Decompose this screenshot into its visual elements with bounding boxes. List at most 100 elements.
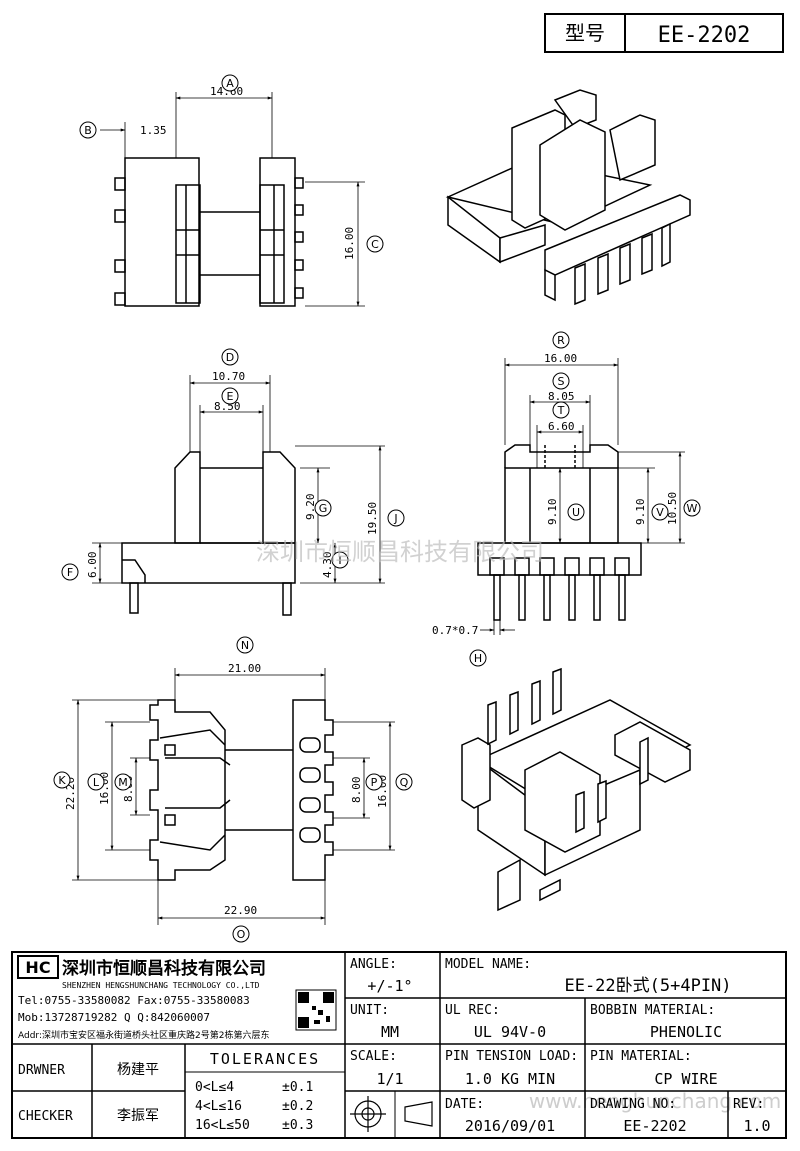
projection-symbol-icon bbox=[350, 1096, 433, 1132]
company-name-cn: 深圳市恒顺昌科技有限公司 bbox=[62, 958, 266, 979]
model-value: EE-22卧式(5+4PIN) bbox=[564, 976, 731, 996]
marker-o: O bbox=[237, 928, 246, 941]
dim-b-value: 1.35 bbox=[140, 124, 167, 137]
tolerances-label: TOLERANCES bbox=[210, 1050, 320, 1068]
pin-tension-value: 1.0 KG MIN bbox=[465, 1070, 555, 1088]
marker-a-circle bbox=[221, 74, 239, 92]
drawer-name: 杨建平 bbox=[117, 1062, 159, 1078]
marker-t-circle bbox=[552, 401, 570, 419]
marker-l-circle bbox=[87, 773, 105, 791]
bobbin-material-value: PHENOLIC bbox=[650, 1023, 722, 1041]
isometric-view-bottom bbox=[461, 667, 692, 912]
dim-g-value: 9.20 bbox=[304, 494, 317, 521]
marker-d-circle bbox=[221, 348, 239, 366]
dim-r-value: 16.00 bbox=[544, 352, 577, 365]
marker-m-circle bbox=[114, 773, 132, 791]
marker-w: W bbox=[687, 502, 698, 515]
scale-value: 1/1 bbox=[376, 1070, 403, 1088]
pin-material-value: CP WIRE bbox=[654, 1070, 717, 1088]
angle-label: ANGLE: bbox=[350, 957, 397, 972]
dim-f-value: 6.00 bbox=[86, 552, 99, 579]
watermark-center: 深圳市恒顺昌科技有限公司 bbox=[256, 538, 544, 566]
scale-label: SCALE: bbox=[350, 1049, 397, 1064]
dim-p-value: 8.00 bbox=[350, 777, 363, 804]
ulrec-label: UL REC: bbox=[445, 1003, 500, 1018]
date-label: DATE: bbox=[445, 1097, 484, 1112]
drawer-label: DRWNER bbox=[18, 1063, 65, 1078]
marker-e-circle bbox=[221, 387, 239, 405]
company-address: Addr:深圳市宝安区福永街道桥头社区重庆路2号第2栋第六层东 bbox=[18, 1029, 269, 1041]
tol3-value: ±0.3 bbox=[282, 1118, 313, 1133]
marker-f: F bbox=[67, 566, 73, 579]
drawing-no-value: EE-2202 bbox=[623, 1117, 686, 1135]
pin-material-label: PIN MATERIAL: bbox=[590, 1049, 692, 1064]
date-value: 2016/09/01 bbox=[465, 1117, 555, 1135]
marker-s: S bbox=[558, 375, 565, 388]
dim-n-value: 21.00 bbox=[228, 662, 261, 675]
top-view bbox=[100, 92, 365, 307]
dim-t-value: 6.60 bbox=[548, 420, 575, 433]
company-mob: Mob:13728719282 Q Q:842060007 bbox=[18, 1011, 210, 1024]
company-tel: Tel:0755-33580082 Fax:0755-33580083 bbox=[18, 994, 250, 1007]
side-view bbox=[477, 358, 685, 635]
ulrec-value: UL 94V-0 bbox=[474, 1023, 546, 1041]
marker-j: J bbox=[393, 512, 397, 525]
dim-o-value: 22.90 bbox=[224, 904, 257, 917]
marker-g: G bbox=[319, 502, 328, 515]
marker-p: P bbox=[371, 776, 378, 789]
marker-v: V bbox=[656, 506, 664, 519]
tol2-range: 4<L≤16 bbox=[195, 1099, 242, 1114]
isometric-view-top bbox=[445, 89, 691, 306]
marker-v-circle bbox=[651, 503, 669, 521]
marker-a: A bbox=[226, 77, 234, 90]
rev-label: REV: bbox=[733, 1097, 764, 1112]
pin-tension-label: PIN TENSION LOAD: bbox=[445, 1049, 578, 1064]
marker-k: K bbox=[58, 774, 66, 787]
marker-t: T bbox=[557, 404, 565, 417]
checker-label: CHECKER bbox=[18, 1109, 73, 1124]
company-name-en: SHENZHEN HENGSHUNCHANG TECHNOLOGY CO.,LT… bbox=[62, 981, 260, 990]
marker-b: B bbox=[84, 124, 92, 137]
dim-d-value: 10.70 bbox=[212, 370, 245, 383]
tol3-range: 16<L≤50 bbox=[195, 1118, 250, 1133]
marker-r: R bbox=[557, 334, 565, 347]
part-number-header: 型号 EE-2202 bbox=[544, 13, 784, 53]
marker-q-circle bbox=[395, 773, 413, 791]
part-number: EE-2202 bbox=[658, 23, 751, 48]
marker-w-circle bbox=[683, 499, 701, 517]
marker-h: H bbox=[474, 652, 482, 665]
unit-label: UNIT: bbox=[350, 1003, 389, 1018]
dim-u-value: 9.10 bbox=[546, 499, 559, 526]
marker-i: I bbox=[338, 554, 341, 567]
dim-pin-size: 0.7*0.7 bbox=[432, 624, 478, 637]
checker-name: 李振军 bbox=[117, 1108, 159, 1124]
marker-e: E bbox=[227, 390, 234, 403]
tol2-value: ±0.2 bbox=[282, 1099, 313, 1114]
dim-i-value: 4.30 bbox=[321, 552, 334, 579]
bobbin-material-label: BOBBIN MATERIAL: bbox=[590, 1003, 715, 1018]
marker-n: N bbox=[241, 639, 249, 652]
marker-l: L bbox=[93, 776, 100, 789]
marker-d: D bbox=[226, 351, 234, 364]
marker-u-circle bbox=[567, 503, 585, 521]
angle-value: +/-1° bbox=[367, 977, 412, 995]
marker-i-circle bbox=[331, 551, 349, 569]
rev-value: 1.0 bbox=[743, 1117, 770, 1135]
marker-r-circle bbox=[552, 331, 570, 349]
marker-n-circle bbox=[236, 636, 254, 654]
marker-u: U bbox=[572, 506, 580, 519]
marker-q: Q bbox=[400, 776, 409, 789]
marker-b-circle bbox=[79, 121, 97, 139]
marker-m: M bbox=[118, 776, 128, 789]
marker-h-circle bbox=[469, 649, 487, 667]
tol1-range: 0<L≤4 bbox=[195, 1080, 234, 1095]
marker-j-circle bbox=[387, 509, 405, 527]
marker-g-circle bbox=[314, 499, 332, 517]
dim-c-value: 16.00 bbox=[343, 227, 356, 260]
marker-k-circle bbox=[53, 771, 71, 789]
marker-s-circle bbox=[552, 372, 570, 390]
front-view bbox=[92, 375, 385, 616]
tol1-value: ±0.1 bbox=[282, 1080, 313, 1095]
